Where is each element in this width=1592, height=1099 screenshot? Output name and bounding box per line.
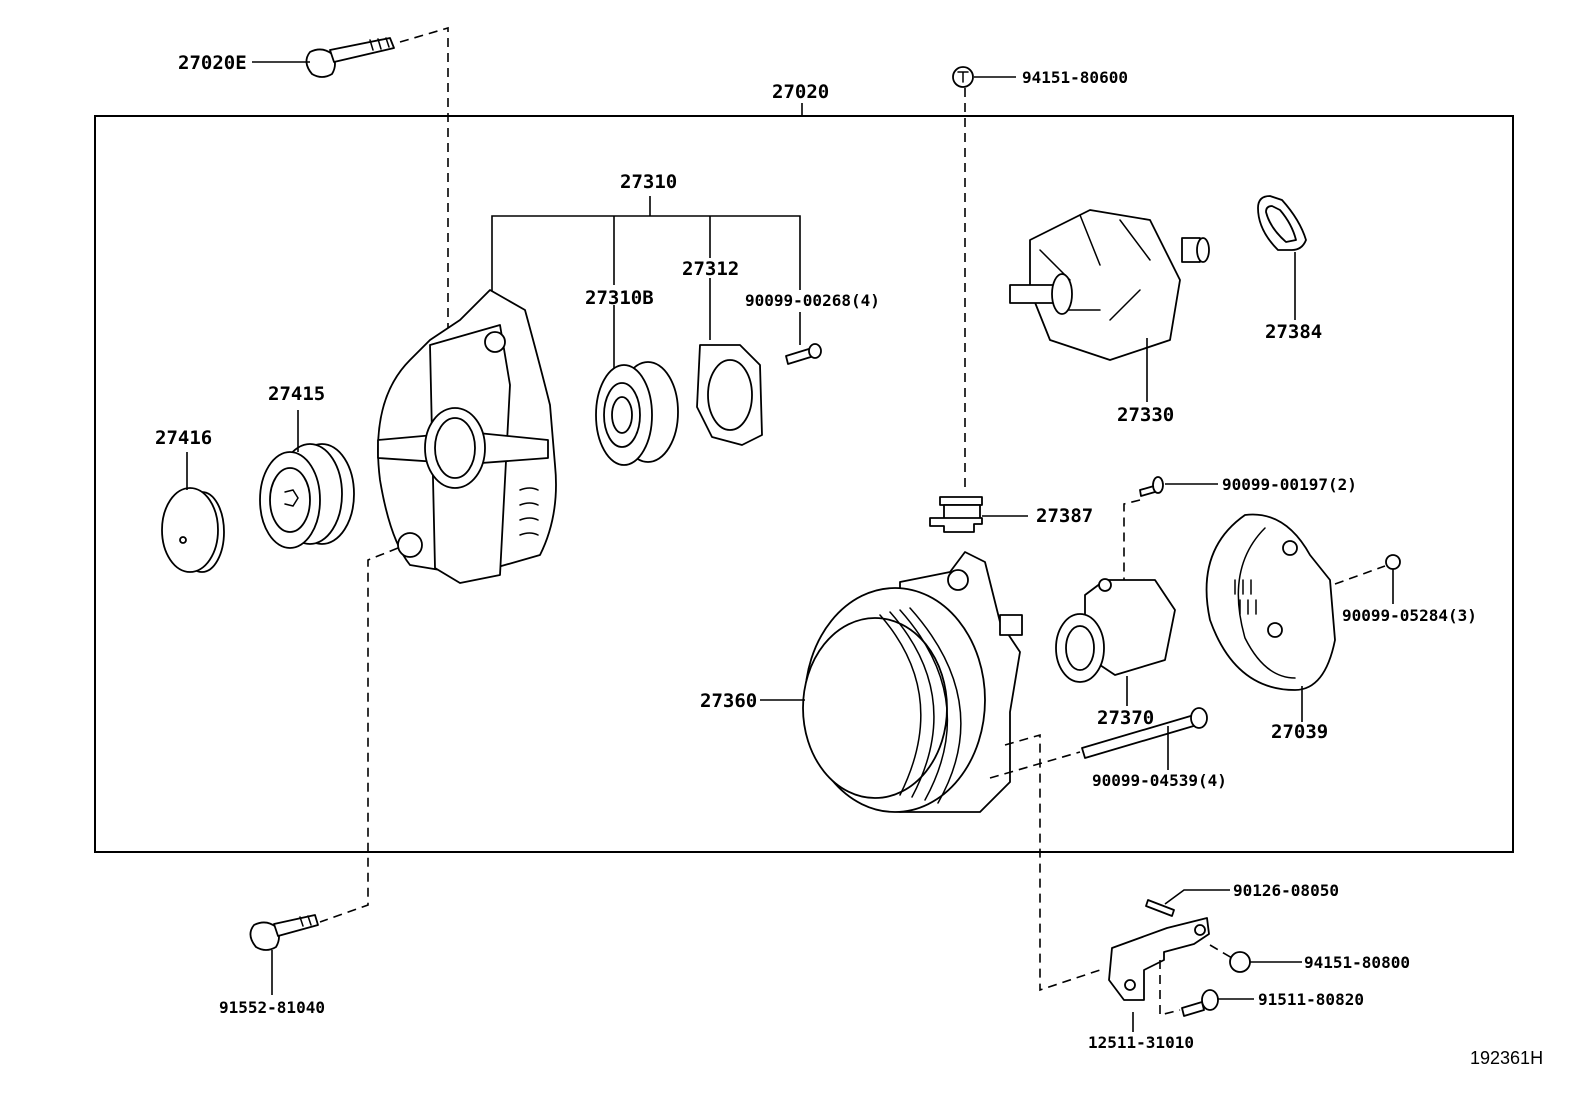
ring-icon <box>1257 195 1307 251</box>
leader-90126-08050 <box>1164 889 1230 905</box>
label-27039[interactable]: 27039 <box>1271 721 1328 743</box>
label-12511-31010[interactable]: 12511-31010 <box>1088 1033 1194 1052</box>
housing-icon <box>377 289 557 584</box>
label-27310[interactable]: 27310 <box>620 171 677 193</box>
nut-icon <box>1229 951 1251 973</box>
bracket-icon <box>1108 917 1210 1001</box>
label-27020e[interactable]: 27020E <box>178 52 247 74</box>
label-90099-05284[interactable]: 90099-05284(3) <box>1342 606 1477 625</box>
assembly-dashline-00197 <box>1123 499 1141 585</box>
insulator-icon <box>929 496 983 533</box>
label-91511-80820[interactable]: 91511-80820 <box>1258 990 1364 1009</box>
assembly-dashline-through-bolt <box>989 751 1081 779</box>
assembly-dashline-80800 <box>1209 944 1233 959</box>
assembly-dashline-91552 <box>319 547 399 923</box>
plate-icon <box>696 344 763 446</box>
label-27330[interactable]: 27330 <box>1117 404 1174 426</box>
label-27310b[interactable]: 27310B <box>585 287 654 309</box>
label-27370[interactable]: 27370 <box>1097 707 1154 729</box>
label-27360[interactable]: 27360 <box>700 690 757 712</box>
stud-icon <box>1145 899 1175 917</box>
label-90099-04539[interactable]: 90099-04539(4) <box>1092 771 1227 790</box>
brush-holder-icon <box>1055 578 1176 683</box>
label-27384[interactable]: 27384 <box>1265 321 1322 343</box>
screw-icon <box>1139 476 1164 497</box>
bolt-icon <box>1081 707 1208 759</box>
label-90126-08050[interactable]: 90126-08050 <box>1233 881 1339 900</box>
label-94151-80800[interactable]: 94151-80800 <box>1304 953 1410 972</box>
cap-icon <box>161 487 225 573</box>
assembly-dashline-27020e <box>399 26 449 345</box>
label-27020[interactable]: 27020 <box>772 81 829 103</box>
label-27387[interactable]: 27387 <box>1036 505 1093 527</box>
pulley-icon <box>259 443 355 549</box>
label-27416[interactable]: 27416 <box>155 427 212 449</box>
bolt-icon <box>249 914 319 951</box>
frame-icon <box>802 551 1023 813</box>
screw-icon <box>785 343 822 365</box>
label-90099-00197[interactable]: 90099-00197(2) <box>1222 475 1357 494</box>
nut-icon <box>1385 554 1401 570</box>
label-27312[interactable]: 27312 <box>682 258 739 280</box>
label-94151-80600[interactable]: 94151-80600 <box>1022 68 1128 87</box>
bracket-27310 <box>491 215 801 298</box>
assembly-dashline-bracket <box>1004 733 1101 992</box>
bolt-icon <box>1181 989 1219 1017</box>
label-27415[interactable]: 27415 <box>268 383 325 405</box>
label-90099-00268[interactable]: 90099-00268(4) <box>745 291 880 310</box>
rotor-icon <box>1009 209 1210 361</box>
assembly-dashline-05284 <box>1334 565 1386 585</box>
bearing-icon <box>595 361 679 466</box>
reference-code: 192361H <box>1470 1048 1543 1068</box>
bolt-icon <box>305 37 395 78</box>
cover-icon <box>1205 513 1336 691</box>
label-91552-81040[interactable]: 91552-81040 <box>219 998 325 1017</box>
assembly-dashline-80820 <box>1159 960 1181 1017</box>
assembly-frame <box>94 115 1514 853</box>
nut-icon <box>952 66 974 88</box>
